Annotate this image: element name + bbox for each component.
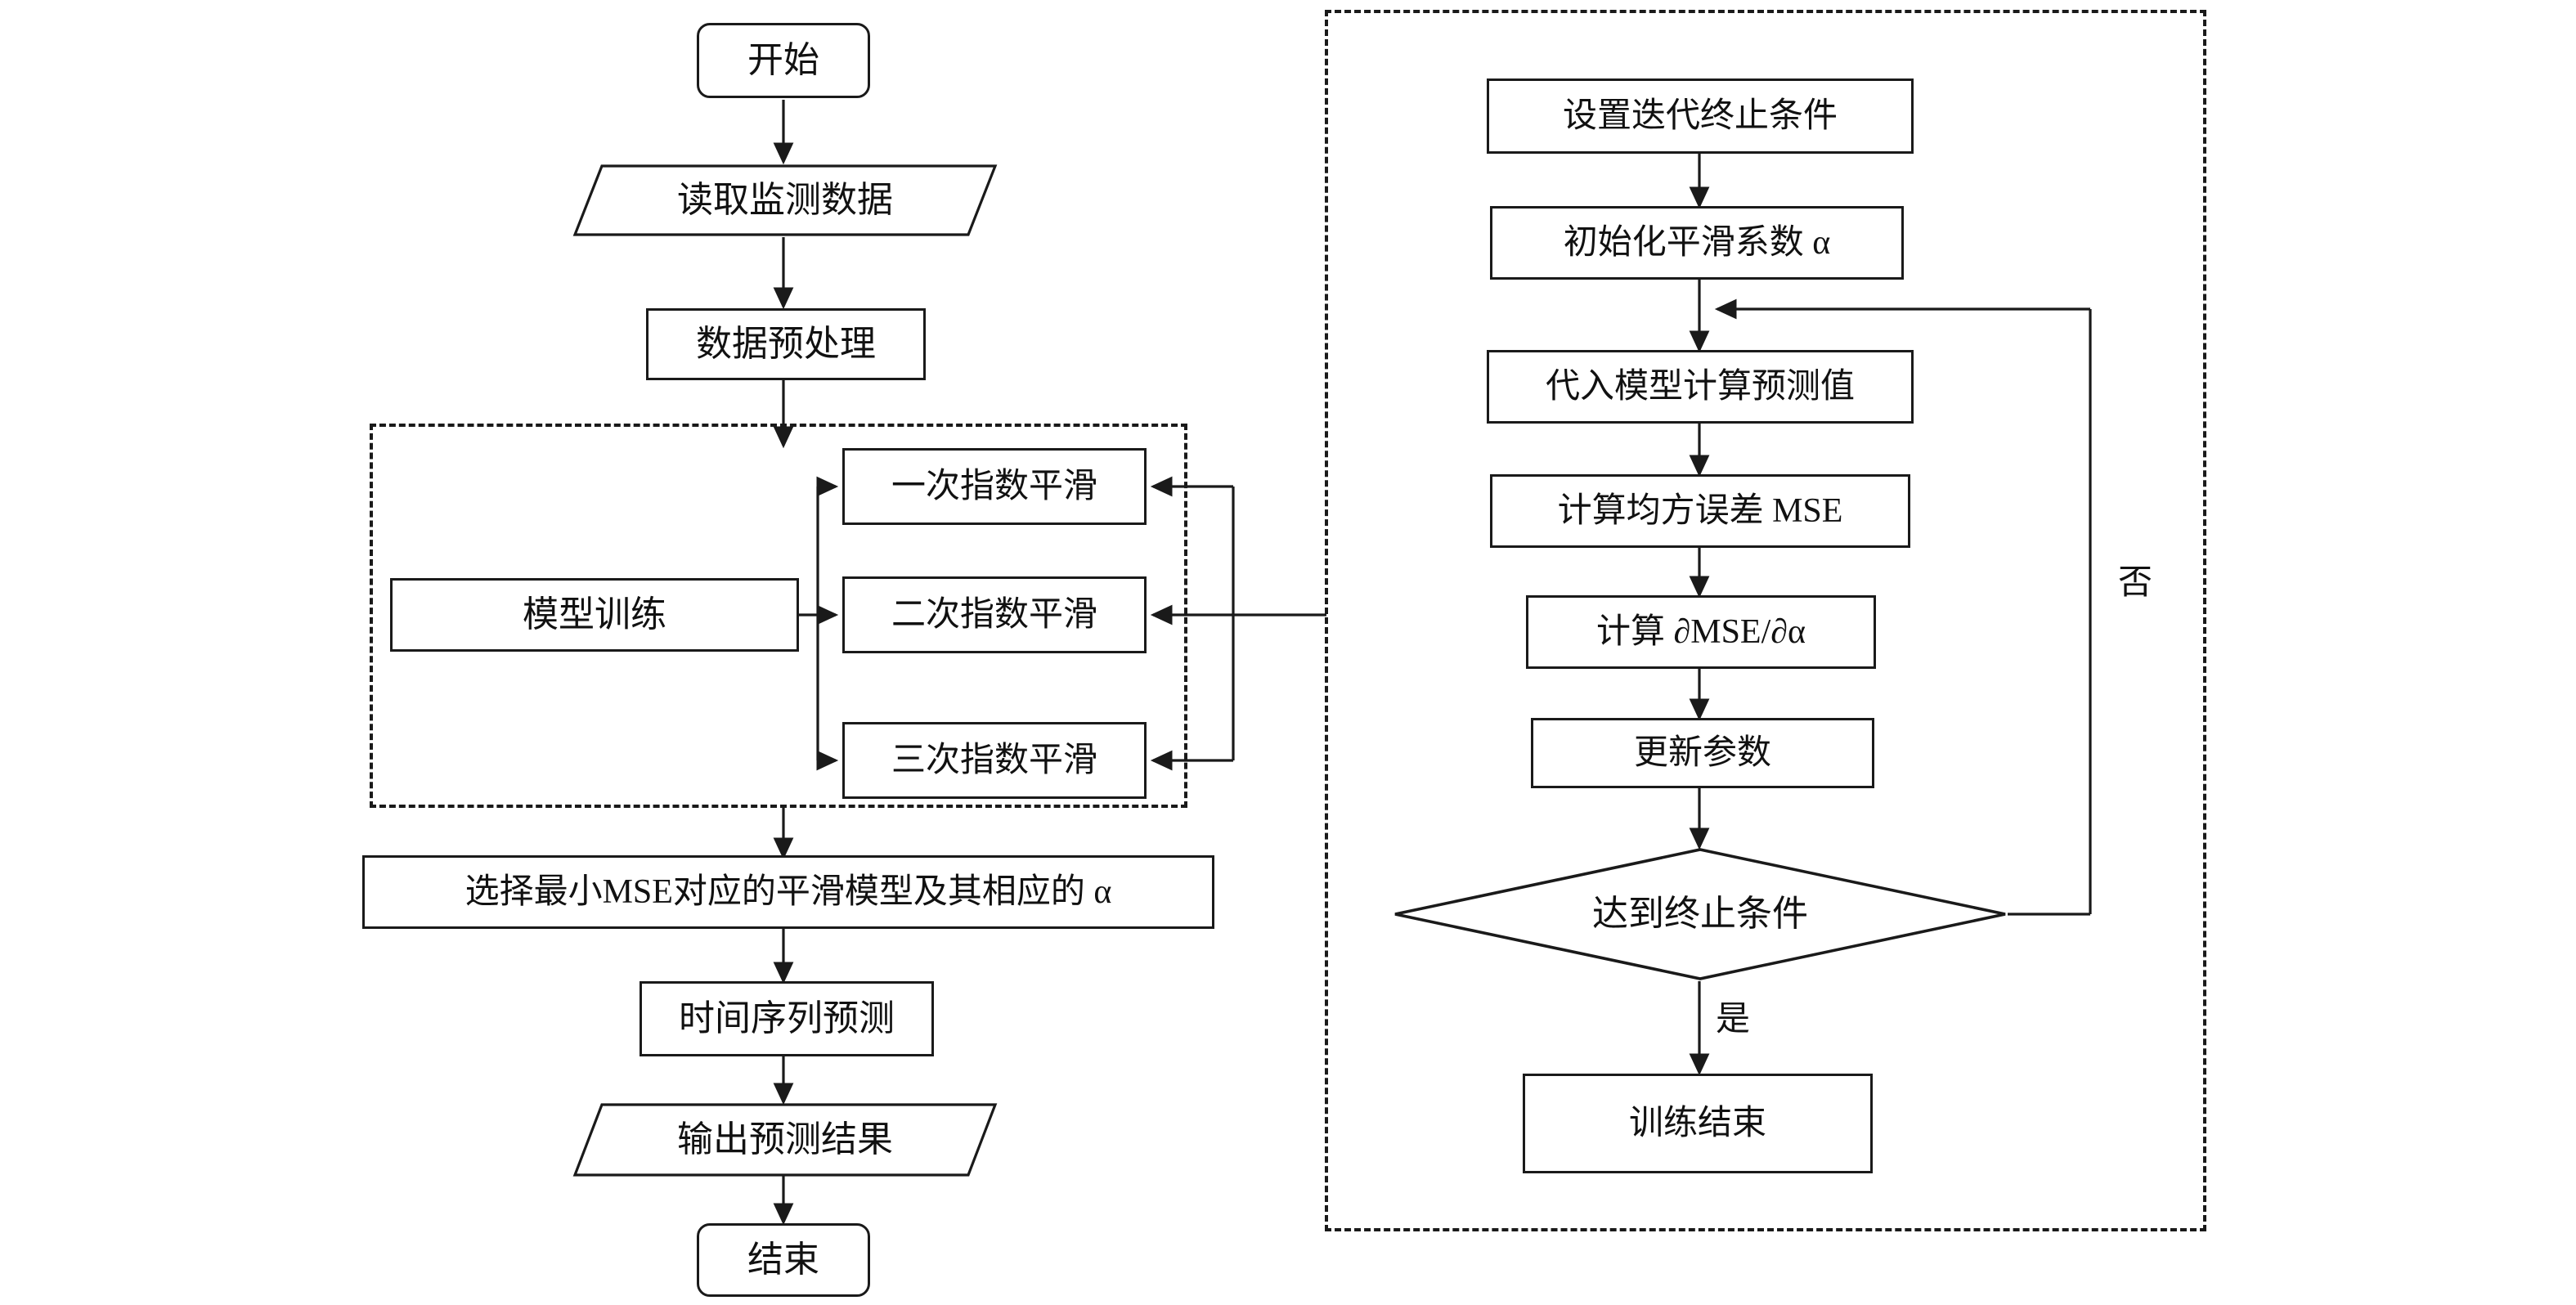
node-set-stop-condition-label: 设置迭代终止条件 <box>1562 96 1838 135</box>
node-compute-gradient-label: 计算 ∂MSE/∂α <box>1595 612 1806 651</box>
node-select-min-mse-model-label: 选择最小MSE对应的平滑模型及其相应的 α <box>464 872 1112 911</box>
node-set-stop-condition[interactable]: 设置迭代终止条件 <box>1487 78 1914 154</box>
node-select-min-mse-model[interactable]: 选择最小MSE对应的平滑模型及其相应的 α <box>362 855 1214 929</box>
node-read-monitoring-data-label: 读取监测数据 <box>677 179 893 220</box>
node-training-finished-label: 训练结束 <box>1628 1104 1766 1142</box>
node-read-monitoring-data[interactable]: 读取监测数据 <box>572 164 998 237</box>
node-stop-condition-decision[interactable]: 达到终止条件 <box>1393 847 2008 981</box>
node-training-finished[interactable]: 训练结束 <box>1523 1074 1873 1173</box>
alpha-optimization-group-frame <box>1325 10 2206 1231</box>
parallelogram-shape <box>572 1103 998 1177</box>
node-update-parameters[interactable]: 更新参数 <box>1531 718 1874 788</box>
node-double-exponential-smoothing-label: 二次指数平滑 <box>891 595 1097 634</box>
node-compute-mse-label: 计算均方误差 MSE <box>1557 491 1843 530</box>
node-substitute-model-predict[interactable]: 代入模型计算预测值 <box>1487 350 1914 424</box>
node-triple-exponential-smoothing-label: 三次指数平滑 <box>891 741 1097 779</box>
node-substitute-model-predict-label: 代入模型计算预测值 <box>1545 367 1855 406</box>
node-time-series-forecast[interactable]: 时间序列预测 <box>640 981 934 1056</box>
node-start[interactable]: 开始 <box>697 23 870 98</box>
edge-label-no: 否 <box>2118 564 2153 602</box>
node-end[interactable]: 结束 <box>697 1223 870 1297</box>
node-compute-mse[interactable]: 计算均方误差 MSE <box>1490 474 1910 548</box>
node-start-label: 开始 <box>747 39 819 80</box>
node-init-smoothing-coefficient[interactable]: 初始化平滑系数 α <box>1490 206 1904 280</box>
node-output-forecast-result[interactable]: 输出预测结果 <box>572 1102 998 1177</box>
node-data-preprocessing-label: 数据预处理 <box>696 323 876 364</box>
node-model-training-label: 模型训练 <box>523 594 666 635</box>
node-update-parameters-label: 更新参数 <box>1633 733 1771 772</box>
node-double-exponential-smoothing[interactable]: 二次指数平滑 <box>842 576 1147 653</box>
diamond-shape <box>1394 848 2006 980</box>
edge-label-yes: 是 <box>1716 1001 1751 1038</box>
node-model-training[interactable]: 模型训练 <box>390 578 799 652</box>
node-compute-gradient[interactable]: 计算 ∂MSE/∂α <box>1526 595 1876 669</box>
parallelogram-shape <box>572 164 998 236</box>
node-single-exponential-smoothing[interactable]: 一次指数平滑 <box>842 448 1147 525</box>
node-single-exponential-smoothing-label: 一次指数平滑 <box>891 467 1097 505</box>
node-output-forecast-result-label: 输出预测结果 <box>677 1119 893 1159</box>
node-time-series-forecast-label: 时间序列预测 <box>679 998 895 1038</box>
node-stop-condition-decision-label: 达到终止条件 <box>1592 893 1808 934</box>
node-end-label: 结束 <box>747 1239 819 1280</box>
node-data-preprocessing[interactable]: 数据预处理 <box>646 308 926 380</box>
node-init-smoothing-coefficient-label: 初始化平滑系数 α <box>1563 223 1831 262</box>
node-triple-exponential-smoothing[interactable]: 三次指数平滑 <box>842 722 1147 799</box>
